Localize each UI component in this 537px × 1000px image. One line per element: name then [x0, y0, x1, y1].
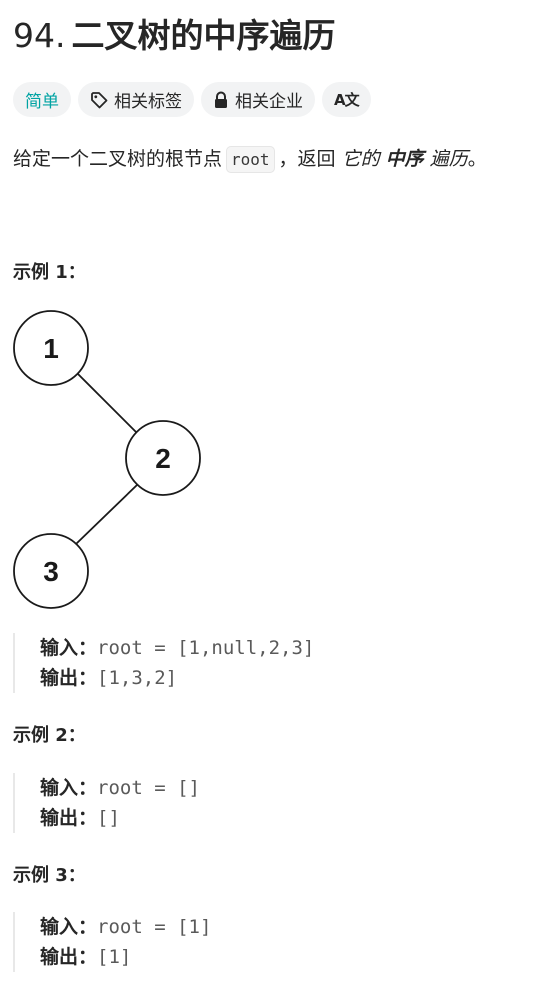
related-tags-button[interactable]: 相关标签 [78, 82, 194, 117]
binary-tree-diagram: 1 2 3 [13, 310, 201, 609]
desc-code-root: root [226, 146, 275, 173]
related-tags-label: 相关标签 [114, 92, 182, 112]
example-3-heading: 示例 3： [13, 865, 86, 886]
problem-title: 94.二叉树的中序遍历 [13, 14, 335, 58]
example-1-input: 输入：root = [1,null,2,3] [40, 633, 314, 663]
example-1-heading: 示例 1： [13, 262, 86, 283]
tree-node-2-label: 2 [155, 443, 171, 474]
desc-strong: 中序 [385, 148, 424, 170]
example-3-input: 输入：root = [1] [40, 912, 211, 942]
tree-edge-2-3 [75, 484, 138, 545]
translate-icon: A文 [334, 91, 360, 109]
example-3-block: 输入：root = [1] 输出：[1] [13, 912, 211, 972]
input-value: root = [1] [97, 916, 212, 938]
lock-icon [213, 91, 229, 109]
example-2-input: 输入：root = [] [40, 773, 200, 803]
tree-node-1-label: 1 [43, 333, 59, 364]
input-label: 输入： [40, 777, 98, 799]
tree-node-3-label: 3 [43, 556, 59, 587]
tag-icon [90, 91, 108, 109]
output-value: [1,3,2] [97, 667, 178, 689]
output-label: 输出： [40, 667, 98, 689]
desc-middle: ，返回 [278, 148, 336, 170]
input-label: 输入： [40, 916, 98, 938]
related-companies-label: 相关企业 [235, 92, 303, 112]
example-2-output: 输出：[] [40, 803, 200, 833]
difficulty-badge[interactable]: 简单 [13, 82, 71, 117]
input-value: root = [] [97, 777, 200, 799]
output-value: [] [97, 807, 120, 829]
input-value: root = [1,null,2,3] [97, 637, 315, 659]
desc-em1: 它的 [341, 148, 380, 170]
output-label: 输出： [40, 946, 98, 968]
translate-button[interactable]: A文 [322, 82, 371, 117]
related-companies-button[interactable]: 相关企业 [201, 82, 315, 117]
tree-node-3: 3 [13, 533, 89, 609]
problem-title-text: 二叉树的中序遍历 [71, 16, 336, 55]
example-2-block: 输入：root = [] 输出：[] [13, 773, 200, 833]
desc-prefix: 给定一个二叉树的根节点 [13, 148, 223, 170]
desc-em2: 遍历 [429, 148, 468, 170]
output-label: 输出： [40, 807, 98, 829]
output-value: [1] [97, 946, 132, 968]
desc-suffix: 。 [467, 148, 487, 170]
tree-node-2: 2 [125, 420, 201, 496]
input-label: 输入： [40, 637, 98, 659]
tag-bar: 简单 相关标签 相关企业 A文 [13, 82, 371, 117]
tree-edge-1-2 [75, 371, 138, 434]
difficulty-label: 简单 [25, 92, 59, 112]
problem-number: 94. [13, 16, 66, 55]
example-3-output: 输出：[1] [40, 942, 211, 972]
tree-node-1: 1 [13, 310, 89, 386]
example-1-block: 输入：root = [1,null,2,3] 输出：[1,3,2] [13, 633, 314, 693]
example-1-output: 输出：[1,3,2] [40, 663, 314, 693]
example-2-heading: 示例 2： [13, 725, 86, 746]
